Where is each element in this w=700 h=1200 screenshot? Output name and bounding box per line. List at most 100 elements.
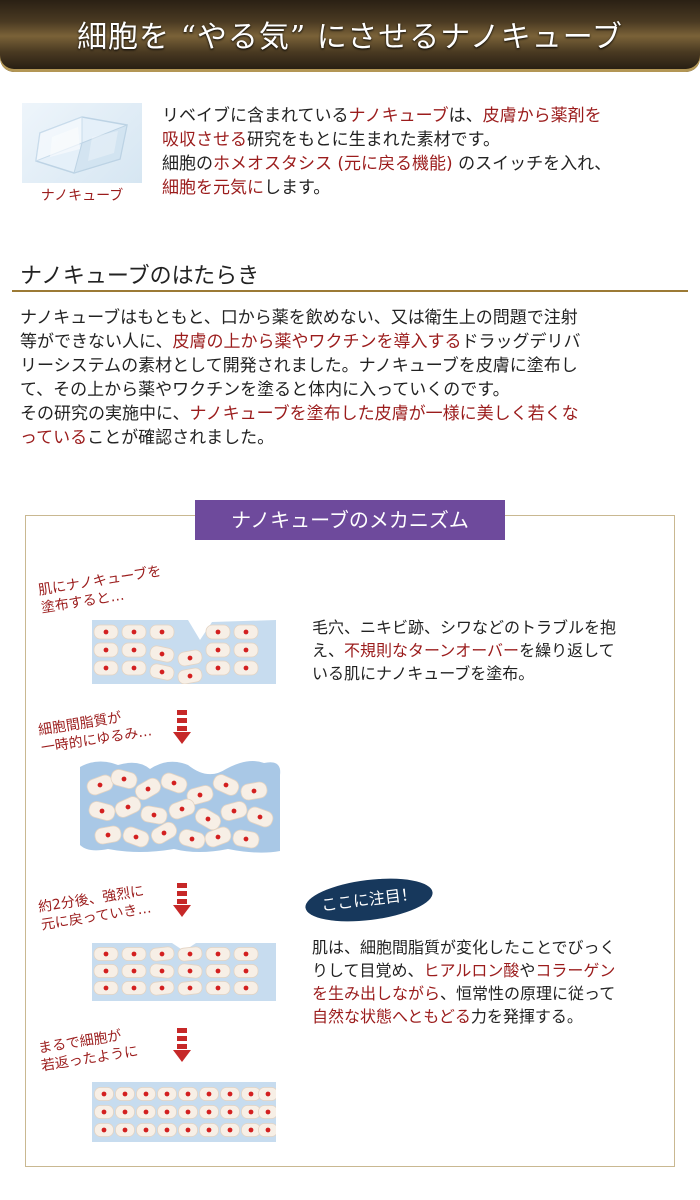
section-highlight: 皮膚の上から薬やワクチンを導入する [172, 332, 462, 352]
cell-icon [121, 947, 147, 961]
cell-icon [93, 660, 119, 676]
section-text-span: その研究の実施中に、 [20, 404, 190, 424]
intro-text-span: リベイブに含まれている [162, 106, 349, 126]
intro-line-2: 吸収させる研究をもとに生まれた素材です。 [162, 128, 692, 152]
desc-text-span: え、 [312, 641, 345, 660]
cell-icon [121, 981, 147, 995]
cell-icon [157, 1105, 177, 1119]
cell-icon [160, 772, 188, 794]
cell-icon [241, 1123, 261, 1137]
desc-line: 自然な状態へともどる力を発揮する。 [312, 1005, 672, 1028]
cell-icon [205, 947, 231, 961]
nanocube-caption: ナノキューブ [40, 188, 124, 204]
cell-icon [241, 1087, 261, 1101]
cell-icon [177, 963, 203, 979]
cell-icon [93, 642, 119, 658]
intro-text-span: します。 [264, 178, 331, 198]
desc-highlight: 不規則なターンオーバー [344, 641, 520, 660]
intro-text-span: 細胞の [162, 154, 213, 174]
cell-icon [115, 1123, 135, 1137]
desc-highlight: ヒアルロン酸 [423, 961, 520, 980]
cell-icon [88, 801, 116, 821]
cells-diagram-loosened [80, 761, 281, 853]
desc-line: え、不規則なターンオーバーを繰り返して [312, 639, 670, 662]
intro-highlight: 吸収させる [162, 130, 247, 150]
intro-highlight: ホメオスタシス (元に戻る機能) [213, 154, 453, 174]
cell-icon [178, 1105, 198, 1119]
cell-icon [220, 801, 248, 821]
cell-icon [246, 806, 274, 828]
cell-icon [168, 798, 196, 820]
intro-text-span: 研究をもとに生まれた素材です。 [247, 130, 500, 150]
cell-icon [220, 1123, 240, 1137]
desc-line: いる肌にナノキューブを塗布。 [312, 664, 535, 683]
desc-line: 毛穴、ニキビ跡、シワなどのトラブルを抱 [312, 618, 617, 637]
cell-icon [178, 829, 206, 849]
cell-icon [177, 667, 203, 684]
cell-icon [258, 1123, 276, 1137]
cell-icon [157, 1123, 177, 1137]
mechanism-description-2: 肌は、細胞間脂質が変化したことでびっく りして目覚め、ヒアルロン酸やコラーゲン … [312, 936, 672, 1028]
intro-text-span: のスイッチを入れ、 [452, 154, 612, 174]
cell-icon [233, 947, 259, 961]
section-line-6: っていることが確認されました。 [20, 426, 688, 450]
cell-icon [94, 825, 122, 845]
cell-icon [93, 624, 119, 640]
cell-icon [199, 1123, 219, 1137]
cell-icon [233, 624, 259, 640]
desc-text-span: りして目覚め、 [312, 961, 424, 980]
nanocube-image [22, 103, 142, 183]
section-line-2: 等ができない人に、皮膚の上から薬やワクチンを導入するドラッグデリバ [20, 330, 688, 354]
section-highlight: ナノキューブを塗布した皮膚が一様に美しく若くな [189, 404, 579, 424]
desc-text-span: 力を発揮する。 [470, 1007, 583, 1026]
cell-icon [149, 663, 175, 681]
desc-text-span: を繰り返して [519, 641, 615, 660]
cell-icon [233, 642, 259, 658]
cell-icon [241, 1105, 261, 1119]
cell-icon [135, 777, 161, 801]
cell-icon [149, 980, 175, 996]
cell-icon [136, 1087, 156, 1101]
cell-icon [205, 964, 231, 978]
section-text-span: ドラッグデリバ [461, 332, 581, 352]
intro-paragraph: リベイブに含まれているナノキューブは、皮膚から薬剤を 吸収させる研究をもとに生ま… [162, 104, 692, 200]
intro-line-4: 細胞を元気にします。 [162, 176, 692, 200]
cell-icon [233, 981, 259, 995]
desc-highlight: コラーゲン [535, 961, 616, 980]
cell-icon [149, 946, 175, 962]
section-text-span: ことが確認されました。 [87, 428, 275, 448]
cell-icon [220, 1105, 240, 1119]
cell-icon [205, 660, 231, 676]
cell-icon [115, 1087, 135, 1101]
section-paragraph: ナノキューブはもともと、口から薬を飲めない、又は衛生上の問題で注射 等ができない… [20, 306, 688, 450]
section-text-span: 等ができない人に、 [20, 332, 173, 352]
intro-highlight: 細胞を元気に [162, 178, 264, 198]
desc-highlight: 自然な状態へともどる [312, 1007, 471, 1026]
section-highlight: っている [20, 428, 88, 448]
cell-icon [149, 624, 175, 640]
cell-icon [115, 1105, 135, 1119]
cell-icon [94, 1105, 114, 1119]
mechanism-description-1: 毛穴、ニキビ跡、シワなどのトラブルを抱 え、不規則なターンオーバーを繰り返して … [312, 616, 670, 685]
desc-text-span: 、恒常性の原理に従って [440, 984, 616, 1003]
cell-icon [205, 642, 231, 658]
section-line-5: その研究の実施中に、ナノキューブを塗布した皮膚が一様に美しく若くな [20, 402, 688, 426]
cells-diagram-recovering [92, 943, 276, 1001]
desc-text-span: や [519, 961, 536, 980]
cell-icon [157, 1087, 177, 1101]
intro-line-1: リベイブに含まれているナノキューブは、皮膚から薬剤を [162, 104, 692, 128]
title-banner: 細胞を “やる気” にさせるナノキューブ [0, 0, 700, 72]
cell-icon [195, 807, 221, 831]
cell-icon [233, 660, 259, 676]
down-arrow-icon [173, 883, 191, 917]
cell-icon [177, 946, 203, 962]
cell-icon [178, 1087, 198, 1101]
cell-icon [121, 964, 147, 978]
down-arrow-icon [173, 1028, 191, 1062]
cell-icon [204, 826, 232, 848]
nanocube-illustration [35, 116, 128, 174]
section-heading: ナノキューブのはたらき [20, 264, 260, 289]
desc-line: を生み出しながら、恒常性の原理に従って [312, 982, 672, 1005]
down-arrow-icon [173, 710, 191, 744]
cell-icon [121, 642, 147, 658]
